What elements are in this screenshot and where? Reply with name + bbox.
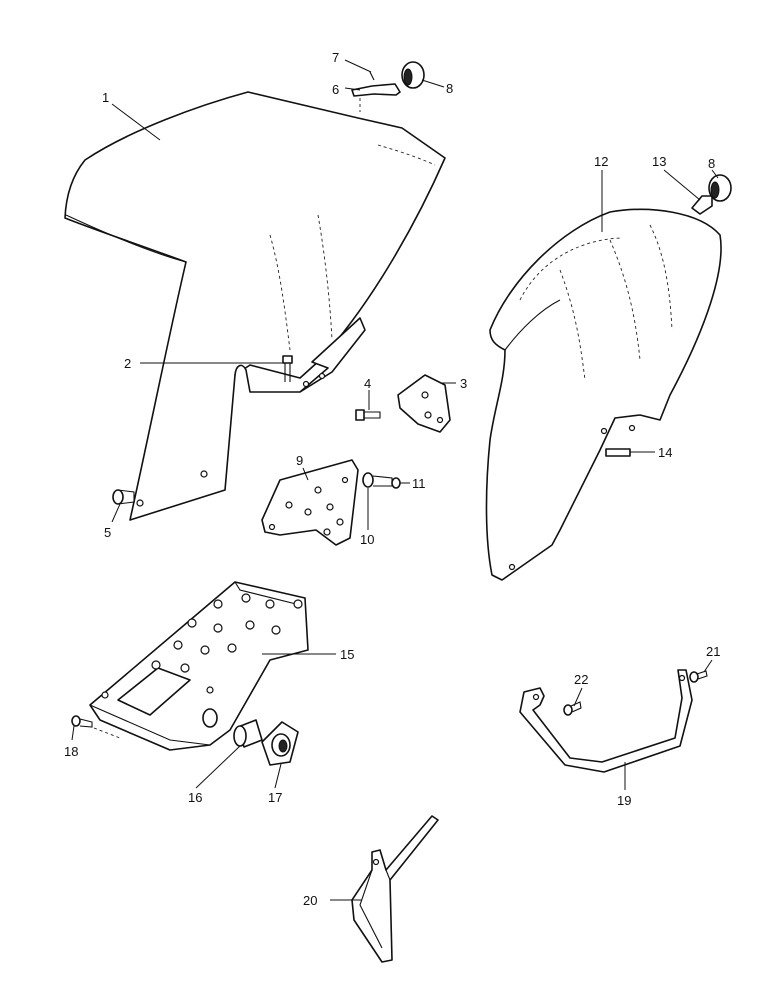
bolt-21: [689, 670, 708, 683]
bolt-10-11: [362, 472, 401, 489]
callout-16: 16: [188, 790, 202, 805]
callout-10: 10: [360, 532, 374, 547]
callout-11: 11: [412, 476, 426, 491]
bracket-3: [397, 374, 451, 433]
callout-2: 2: [124, 356, 131, 371]
callout-5: 5: [104, 525, 111, 540]
callout-21: 21: [706, 644, 720, 659]
callout-14: 14: [658, 445, 672, 460]
bar-20: [351, 815, 439, 963]
u-bracket-19: [519, 669, 693, 773]
bolt-5: [112, 489, 135, 505]
callout-8-left: 8: [446, 81, 453, 96]
flange-17: [261, 721, 299, 766]
callout-9: 9: [296, 453, 303, 468]
bolt-22: [563, 701, 582, 716]
bolt-4: [355, 409, 381, 421]
callout-3: 3: [460, 376, 467, 391]
callout-12: 12: [594, 154, 608, 169]
left-fender: [64, 91, 446, 521]
bolt-2: [282, 355, 293, 382]
mounting-plate-15: [89, 581, 309, 751]
leader-lines: [71, 59, 719, 901]
callout-4: 4: [364, 376, 371, 391]
reflector-mount-left: [351, 61, 425, 112]
callout-13: 13: [652, 154, 666, 169]
callout-17: 17: [268, 790, 282, 805]
callout-1: 1: [102, 90, 109, 105]
plate-9: [261, 459, 359, 546]
callout-labels: 1 2 3 4 5 6 7 8 8 9 10 11 12 13 14 15 16…: [64, 50, 720, 908]
callout-15: 15: [340, 647, 354, 662]
bushing-16: [233, 719, 263, 748]
callout-8-right: 8: [708, 156, 715, 171]
stud-14: [605, 448, 631, 457]
callout-19: 19: [617, 793, 631, 808]
callout-7: 7: [332, 50, 339, 65]
callout-6: 6: [332, 82, 339, 97]
reflector-mount-right: [691, 174, 732, 215]
callout-20: 20: [303, 893, 317, 908]
right-fender: [485, 208, 722, 581]
bolt-18: [71, 715, 121, 739]
callout-18: 18: [64, 744, 78, 759]
callout-22: 22: [574, 672, 588, 687]
